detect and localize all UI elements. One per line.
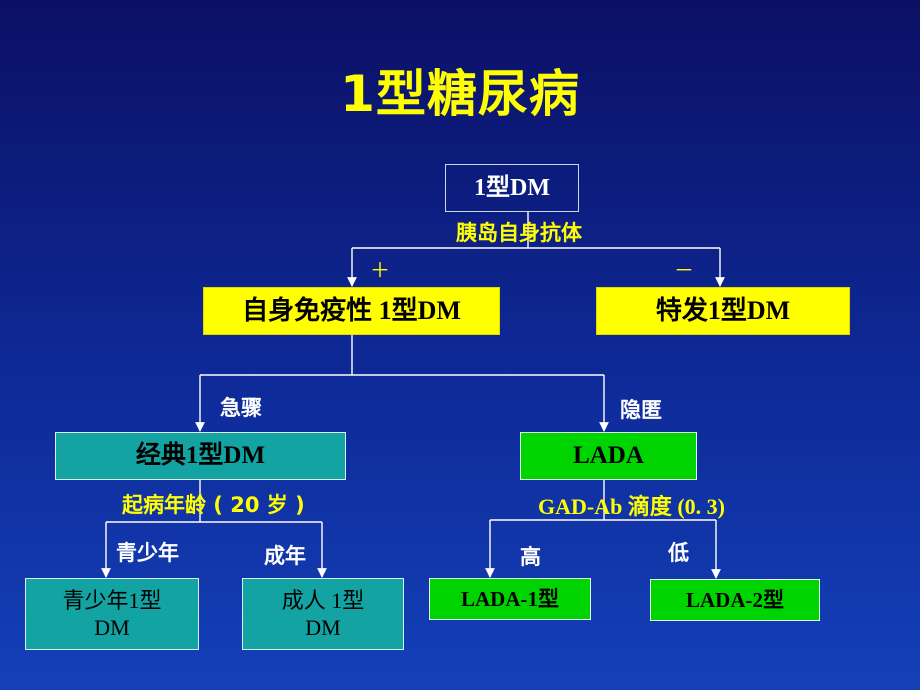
label-positive: ＋ bbox=[370, 258, 390, 282]
node-classic-type1: 经典1型DM bbox=[55, 432, 346, 480]
node-juvenile-type1-label: 青少年1型 DM bbox=[62, 587, 162, 641]
slide-title: 1型糖尿病 bbox=[340, 65, 580, 123]
node-lada: LADA bbox=[520, 432, 697, 480]
node-autoimmune-type1-label: 自身免疫性 1型DM bbox=[242, 295, 461, 325]
node-adult-type1-label: 成人 1型 DM bbox=[281, 587, 365, 641]
node-autoimmune-type1: 自身免疫性 1型DM bbox=[203, 287, 500, 335]
node-lada-type1-label: LADA-1型 bbox=[461, 586, 559, 611]
node-classic-type1-label: 经典1型DM bbox=[135, 442, 266, 470]
label-negative: － bbox=[674, 258, 694, 282]
label-acute-onset: 急骤 bbox=[220, 396, 262, 420]
label-islet-autoantibody: 胰岛自身抗体 bbox=[456, 221, 582, 245]
label-gad-ab-titer: GAD-Ab 滴度 (0. 3) bbox=[538, 489, 725, 521]
node-adult-type1: 成人 1型 DM bbox=[242, 578, 404, 650]
label-gad-ab-titer-text: GAD-Ab 滴度 (0. 3) bbox=[538, 494, 725, 519]
label-latent-onset: 隐匿 bbox=[620, 398, 662, 422]
node-lada-type2: LADA-2型 bbox=[650, 579, 820, 621]
label-onset-age: 起病年龄 ( 20 岁 ) bbox=[122, 493, 305, 517]
label-adulthood: 成年 bbox=[264, 544, 306, 568]
label-low: 低 bbox=[668, 541, 689, 565]
node-juvenile-type1: 青少年1型 DM bbox=[25, 578, 199, 650]
node-lada-type2-label: LADA-2型 bbox=[686, 587, 784, 612]
node-lada-label: LADA bbox=[573, 442, 644, 470]
node-idiopathic-type1: 特发1型DM bbox=[596, 287, 850, 335]
node-idiopathic-type1-label: 特发1型DM bbox=[655, 295, 791, 325]
label-high: 高 bbox=[520, 545, 541, 569]
node-type1-dm: 1型DM bbox=[445, 164, 579, 212]
label-youth: 青少年 bbox=[116, 541, 179, 565]
node-type1-dm-label: 1型DM bbox=[474, 175, 550, 201]
node-lada-type1: LADA-1型 bbox=[429, 578, 591, 620]
